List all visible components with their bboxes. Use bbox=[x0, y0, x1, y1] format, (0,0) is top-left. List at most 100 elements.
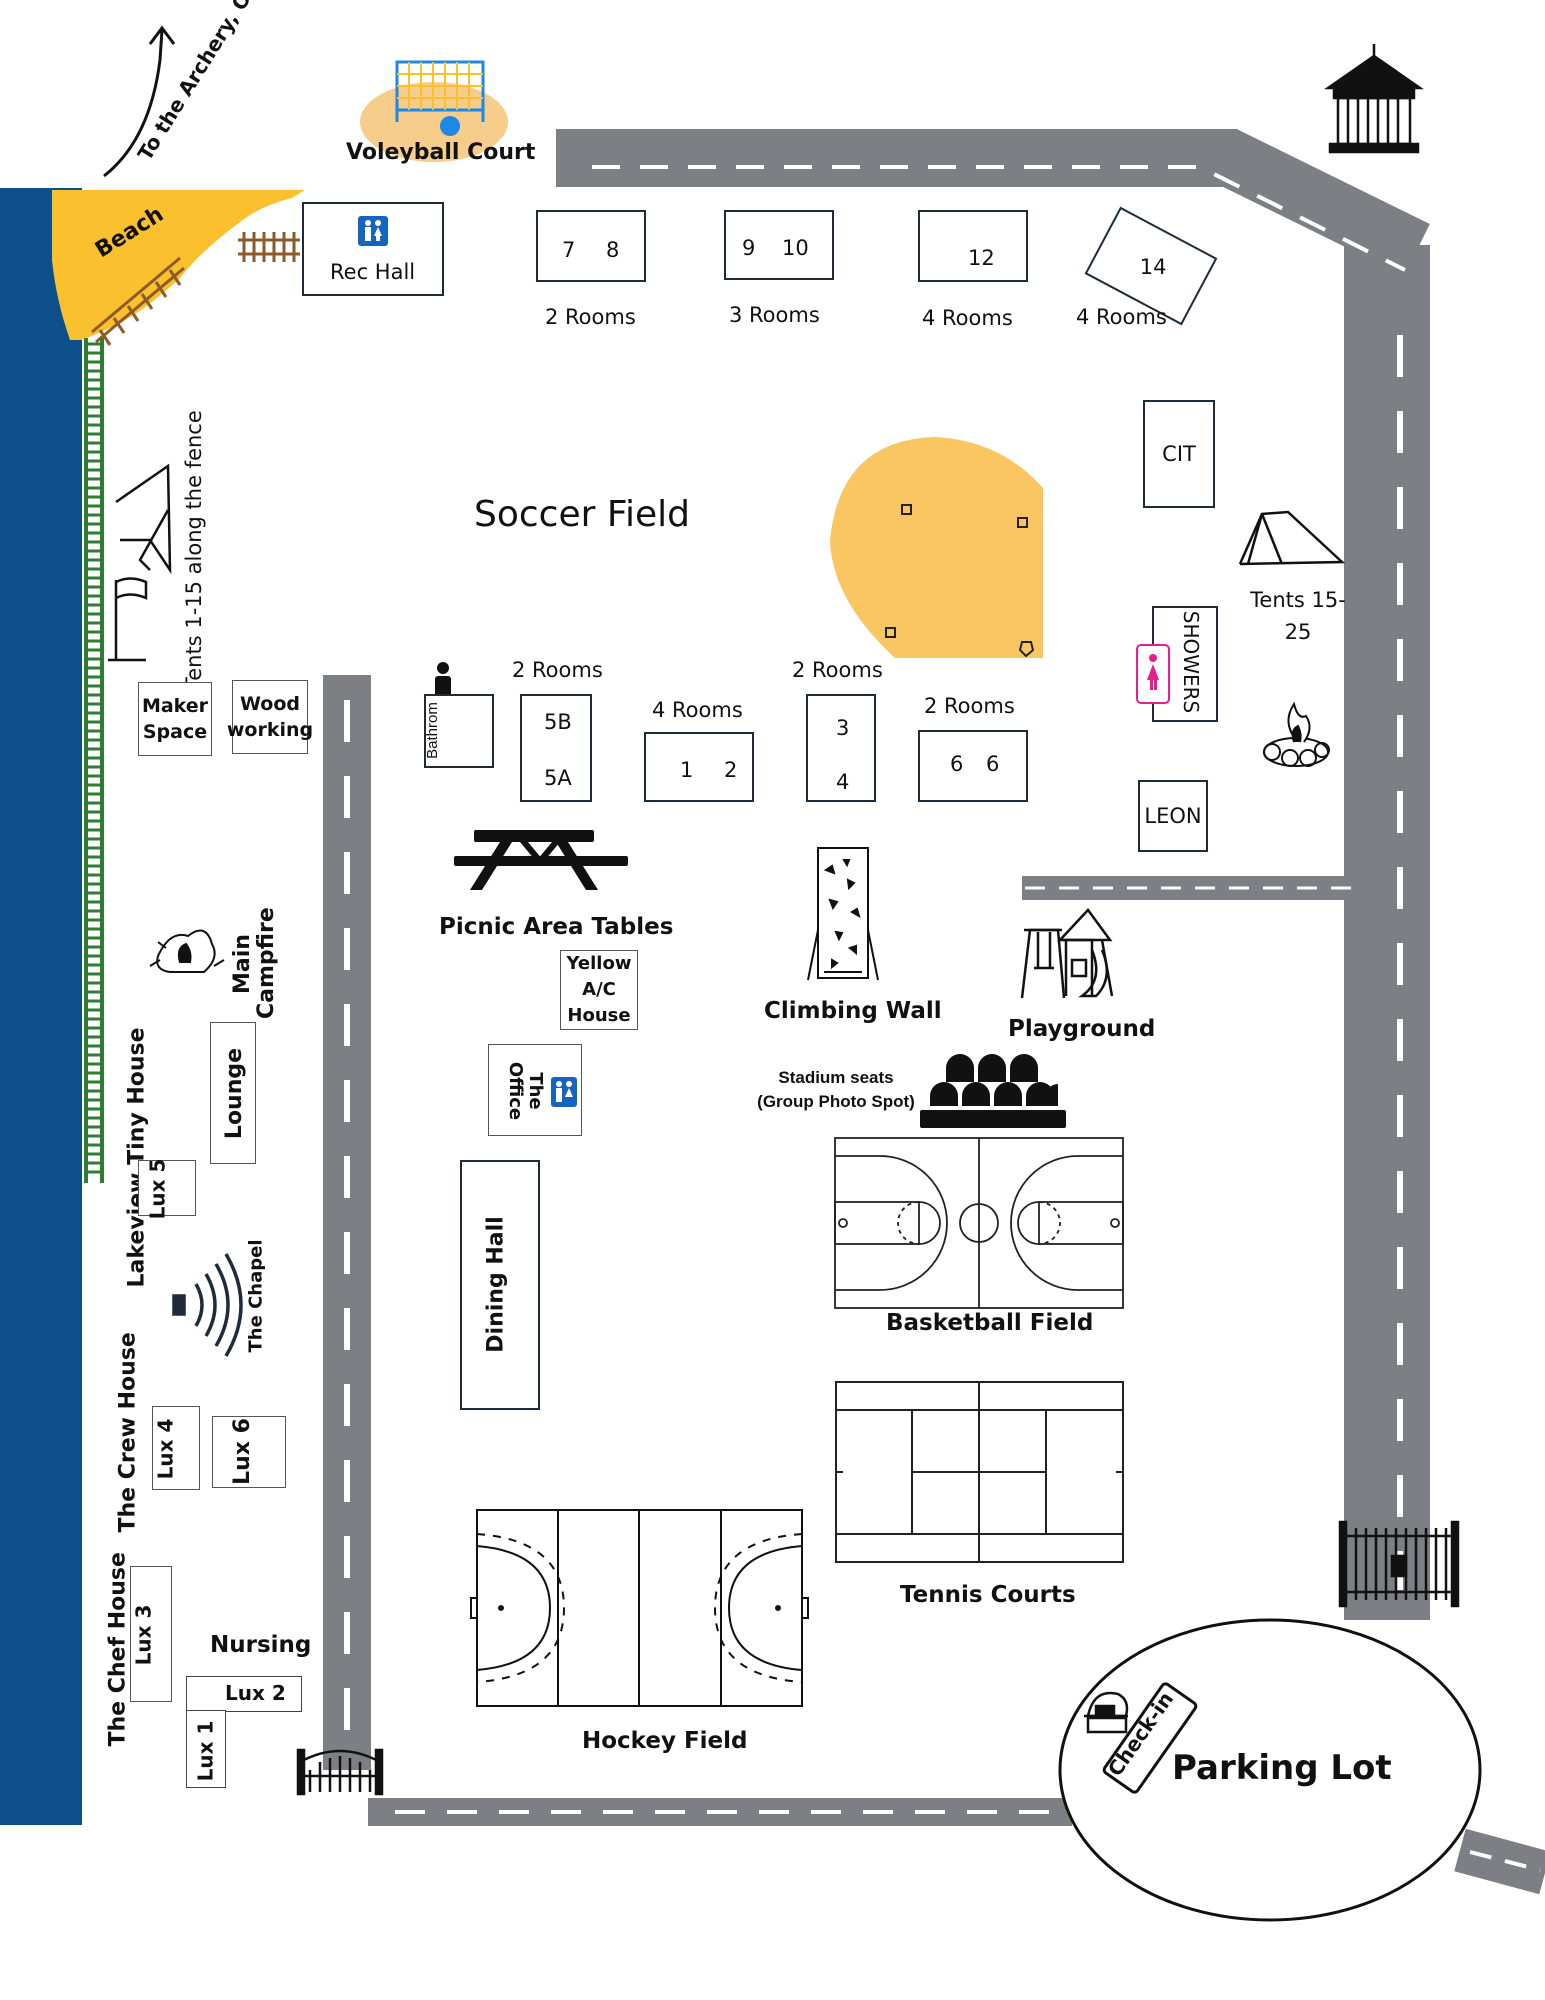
cit-cabin[interactable]: CIT bbox=[1143, 400, 1215, 508]
lux-5-label: Lux 5 bbox=[145, 1158, 170, 1220]
bathroom[interactable]: Bathrom bbox=[424, 694, 494, 768]
lake-fence bbox=[84, 338, 104, 1183]
gate-icon-right bbox=[1338, 1520, 1460, 1608]
cabin-7-8[interactable]: 7 8 bbox=[536, 210, 646, 282]
tent-icon-right bbox=[1238, 510, 1346, 566]
field-bases bbox=[885, 504, 1035, 658]
campfire-icon-main bbox=[149, 929, 225, 973]
arrow-icon bbox=[103, 25, 176, 178]
roads bbox=[323, 129, 1545, 1895]
rec-hall-label: Rec Hall bbox=[330, 260, 416, 284]
playground-label: Playground bbox=[1008, 1016, 1156, 1042]
cabin-rooms: 2 Rooms bbox=[545, 305, 636, 329]
cabin-num: 6 bbox=[950, 752, 964, 776]
lux-1-label: Lux 1 bbox=[193, 1720, 218, 1782]
tents-fence-label: Tents 1-15 along the fence bbox=[182, 410, 206, 690]
cabin-num: 5A bbox=[544, 766, 572, 790]
cabin-num: 9 bbox=[742, 236, 756, 260]
cabin-5[interactable]: 5B 5A bbox=[520, 694, 592, 802]
cabin-num: 4 bbox=[836, 770, 850, 794]
cabin-rooms: 4 Rooms bbox=[652, 698, 743, 722]
basketball-court bbox=[834, 1137, 1124, 1309]
tennis-label: Tennis Courts bbox=[900, 1582, 1076, 1608]
restroom-icon-office bbox=[551, 1077, 577, 1107]
cabin-num: 2 bbox=[724, 758, 738, 782]
cabin-num: 6 bbox=[986, 752, 1000, 776]
cabin-num: 1 bbox=[680, 758, 694, 782]
lux-5[interactable]: Lux 5 bbox=[138, 1159, 196, 1219]
volleyball-label: Voleyball Court bbox=[346, 140, 536, 165]
beach bbox=[52, 190, 305, 340]
hockey-label: Hockey Field bbox=[582, 1728, 748, 1754]
lux-2-label: Lux 2 bbox=[225, 1681, 286, 1705]
basketball-label: Basketball Field bbox=[886, 1310, 1094, 1336]
ball-field bbox=[830, 437, 1043, 658]
playground-icon bbox=[1020, 908, 1114, 999]
lux-3[interactable]: Lux 3 bbox=[130, 1566, 172, 1702]
dining-hall[interactable]: Dining Hall bbox=[460, 1160, 540, 1410]
cabin-rooms: 4 Rooms bbox=[1076, 305, 1167, 329]
yellow-ac-house[interactable]: Yellow A/C House bbox=[560, 950, 638, 1030]
cabin-num: 3 bbox=[836, 716, 850, 740]
lounge-label: Lounge bbox=[222, 1047, 248, 1140]
dining-hall-label: Dining Hall bbox=[483, 1216, 509, 1353]
restroom-icon-women bbox=[1136, 644, 1170, 704]
lux-6[interactable]: Lux 6 bbox=[212, 1416, 286, 1488]
lux-6-label: Lux 6 bbox=[229, 1418, 255, 1485]
cabin-rooms: 2 Rooms bbox=[924, 694, 1015, 718]
picnic-label: Picnic Area Tables bbox=[439, 914, 674, 940]
stadium-seats-icon bbox=[920, 1054, 1066, 1128]
beach-fence bbox=[91, 232, 300, 346]
volleyball-net-icon bbox=[360, 60, 508, 162]
cabin-rooms: 2 Rooms bbox=[512, 658, 603, 682]
office-label: The Office bbox=[505, 1061, 546, 1121]
checkin-sign bbox=[1102, 1682, 1198, 1794]
gazebo-icon bbox=[1324, 44, 1424, 154]
hockey-field bbox=[470, 1509, 809, 1707]
crew-house-label: The Crew House bbox=[115, 1332, 141, 1533]
soccer-field-label: Soccer Field bbox=[474, 494, 690, 535]
picnic-table-icon bbox=[454, 830, 628, 890]
lux-1[interactable]: Lux 1 bbox=[186, 1710, 226, 1788]
cabin-1-2[interactable]: 1 2 bbox=[644, 732, 754, 802]
cabin-6[interactable]: 6 6 bbox=[918, 730, 1028, 802]
lux-4-label: Lux 4 bbox=[153, 1418, 178, 1480]
lux-2[interactable]: Lux 2 bbox=[186, 1676, 302, 1712]
cabin-3-4[interactable]: 3 4 bbox=[806, 694, 876, 802]
tent-icon bbox=[108, 463, 172, 662]
lux-4[interactable]: Lux 4 bbox=[152, 1406, 200, 1490]
parking-lot-label[interactable]: Parking Lot bbox=[1172, 1748, 1392, 1788]
cabin-rooms: 4 Rooms bbox=[922, 306, 1013, 330]
chapel-label: The Chapel bbox=[245, 1239, 267, 1353]
lounge[interactable]: Lounge bbox=[210, 1022, 256, 1164]
wood-working[interactable]: Wood working bbox=[227, 680, 313, 754]
cabin-num: 8 bbox=[606, 238, 620, 262]
gate-icon bbox=[296, 1748, 384, 1796]
checkin-hut-icon bbox=[1084, 1691, 1129, 1734]
leon-cabin[interactable]: LEON bbox=[1138, 780, 1208, 852]
restroom-icon bbox=[358, 216, 388, 246]
lux-3-label: Lux 3 bbox=[131, 1604, 156, 1666]
rec-hall[interactable]: Rec Hall bbox=[302, 202, 444, 296]
stadium-label: Stadium seats (Group Photo Spot) bbox=[757, 1068, 915, 1111]
chapel-speaker-icon bbox=[172, 1253, 243, 1357]
chef-house-label: The Chef House bbox=[105, 1552, 131, 1747]
main-campfire-label: Main Campfire bbox=[230, 907, 279, 1019]
tennis-courts bbox=[835, 1381, 1124, 1563]
climbing-wall-icon bbox=[807, 847, 879, 981]
cabin-9-10[interactable]: 9 10 bbox=[724, 210, 834, 280]
tents-right-label: Tents 15-25 bbox=[1250, 588, 1346, 644]
nursing-label: Nursing bbox=[210, 1632, 312, 1658]
cabin-rooms: 2 Rooms bbox=[792, 658, 883, 682]
maker-space[interactable]: Maker Space bbox=[138, 682, 212, 756]
cabin-num: 12 bbox=[968, 246, 995, 270]
cabin-12[interactable]: 12 bbox=[918, 210, 1028, 282]
cabin-num: 7 bbox=[562, 238, 576, 262]
showers-label: SHOWERS bbox=[1179, 610, 1204, 714]
cabin-num: 10 bbox=[782, 236, 809, 260]
office[interactable]: The Office bbox=[488, 1044, 582, 1136]
cabin-rooms: 3 Rooms bbox=[729, 303, 820, 327]
bathroom-label: Bathrom bbox=[423, 702, 441, 759]
